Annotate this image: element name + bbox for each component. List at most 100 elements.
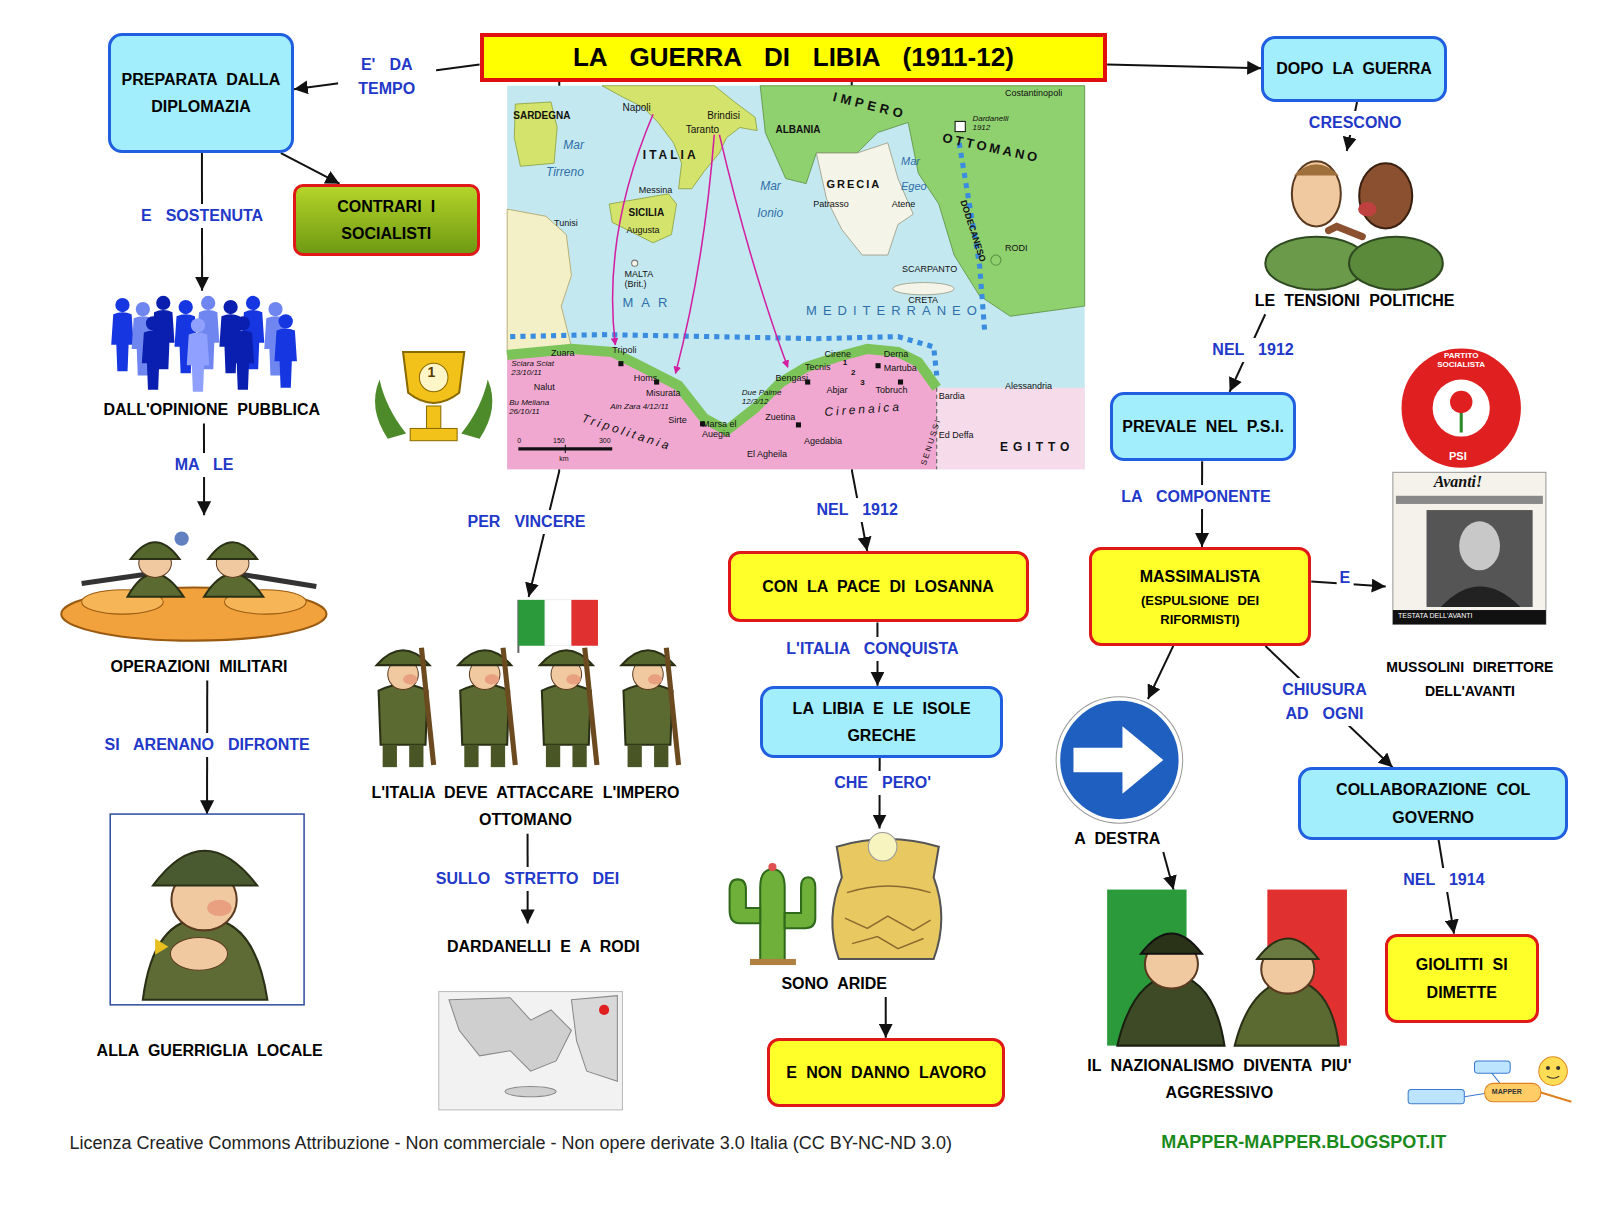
map-label: MALTA (Brit.) [624,270,667,290]
map-illustration [609,194,676,243]
party-logo [1400,347,1522,469]
logo-text: PSI [1449,450,1467,462]
map-illustration [760,86,1084,317]
picture-caption: MUSSOLINI DIRETTORE DELL'AVANTI [1386,464,1554,704]
logo-text: PARTITO SOCIALISTA [1426,352,1497,370]
map-illustration [632,260,638,266]
map-label: Mar [760,180,781,193]
mapper-logo [1474,1061,1510,1073]
concept-box: LA LIBIA E LE ISOLE GRECHE [760,686,1003,758]
highlight-box: CON LA PACE DI LOSANNA [728,551,1029,622]
small-map-picture [505,1086,556,1096]
node-text: GIOLITTI SI DIMETTE [1396,951,1528,1005]
map-label: Ed Deffa [939,431,974,441]
road-sign [1056,697,1183,823]
flag-soldiers-picture [571,600,598,646]
party-logo [1450,391,1472,413]
node-text: DARDANELLI E A RODI [447,933,640,960]
map-label: 300 [599,437,611,445]
map-label: 1 [843,359,847,368]
map-label: RODI [1005,244,1028,254]
arrow-connector [1163,852,1173,890]
map-label: Patrasso [813,200,849,210]
map-label: 0 [517,437,521,445]
trophy-picture [403,352,464,403]
map-illustration [507,349,937,469]
node-text: DOPO LA GUERRA [1276,55,1432,82]
mapper-logo [1408,1057,1571,1104]
trophy-picture [461,379,492,438]
logo-text: MAPPER [1492,1088,1522,1096]
trench-picture [174,531,188,545]
map-illustration [676,135,715,374]
map-label: Tobruch [876,386,908,396]
map-label: Misurata [646,389,681,399]
crowd-picture [274,314,296,387]
map-label: El Agheila [747,450,787,460]
node-text: E NON DANNO LAVORO [786,1059,986,1086]
newspaper-picture [1396,496,1543,504]
desert-picture [760,869,784,964]
map-label: Tunisi [554,219,578,229]
mapper-logo [1541,1093,1572,1102]
map-label: 3 [860,379,864,388]
map-label: Bu Meliana 26/10/11 [509,399,565,417]
edge-label: SULLO STRETTO DEI [433,867,622,891]
picture-caption: L'ITALIA DEVE ATTACCARE L'IMPERO OTTOMAN… [352,597,699,834]
desert-picture [845,916,931,930]
flag-soldiers-picture [458,648,515,767]
map-label: SENUSSI [920,418,944,467]
map-label: 150 [553,437,565,445]
map-label: Homs [634,374,658,384]
road-sign [1058,699,1180,821]
desert-picture [730,879,761,923]
map-label: MAR [622,296,675,310]
node-text: IL NAZIONALISMO DIVENTA PIU' AGGRESSIVO [1046,1052,1393,1106]
concept-box: DOPO LA GUERRA [1261,36,1447,102]
map-illustration [510,335,937,376]
map-label: Brindisi [707,110,740,121]
trench-picture [131,542,180,559]
map-label: Egeo [901,180,927,192]
trophy-picture [375,352,492,441]
arguing-men-picture [1358,202,1376,216]
map-illustration [816,143,913,255]
map-label: Tripolitania [580,412,673,454]
soldier-picture [170,938,227,971]
mapper-logo [1547,1076,1559,1078]
map-label: DODECANESO [958,199,987,263]
map-label: Martuba [884,364,917,374]
map-label: EGITTO [1000,441,1074,454]
picture-caption: OPERAZIONI MILITARI [56,515,342,680]
node-text: MUSSOLINI DIRETTORE DELL'AVANTI [1386,656,1554,704]
node-text: MASSIMALISTA [1140,563,1261,590]
node-text: COLLABORAZIONE COL GOVERNO [1309,776,1557,830]
soldier-picture [110,814,304,1005]
desert-picture [750,959,796,965]
flag-soldiers-picture [377,600,679,767]
concept-box: COLLABORAZIONE COL GOVERNO [1298,767,1568,839]
trophy-number: 1 [428,365,436,380]
newspaper-picture [1427,510,1533,607]
arguing-men-picture [1349,237,1443,290]
map-label: Tripoli [612,346,636,356]
edge-label: MA LE [172,453,237,477]
nationalists-picture [1141,933,1202,953]
node-text: PREVALE NEL P.S.I. [1122,413,1284,440]
map-illustration [618,361,623,366]
edge-label: E SOSTENUTA [138,204,266,228]
map-illustration [876,363,881,368]
flag-soldiers-picture [518,600,545,646]
mapper-logo [1408,1090,1464,1104]
map-label: CRETA [908,296,938,306]
flag-soldiers-picture [377,648,434,767]
small-map-picture [599,1005,609,1015]
soldier-picture [110,814,304,1005]
road-sign [1073,726,1163,793]
edge-label: CHE PERO' [831,771,934,795]
map-label: Augusta [627,226,660,236]
map-illustration [507,349,937,431]
map-label: Tecnis [805,363,831,373]
trench-picture [61,588,326,641]
